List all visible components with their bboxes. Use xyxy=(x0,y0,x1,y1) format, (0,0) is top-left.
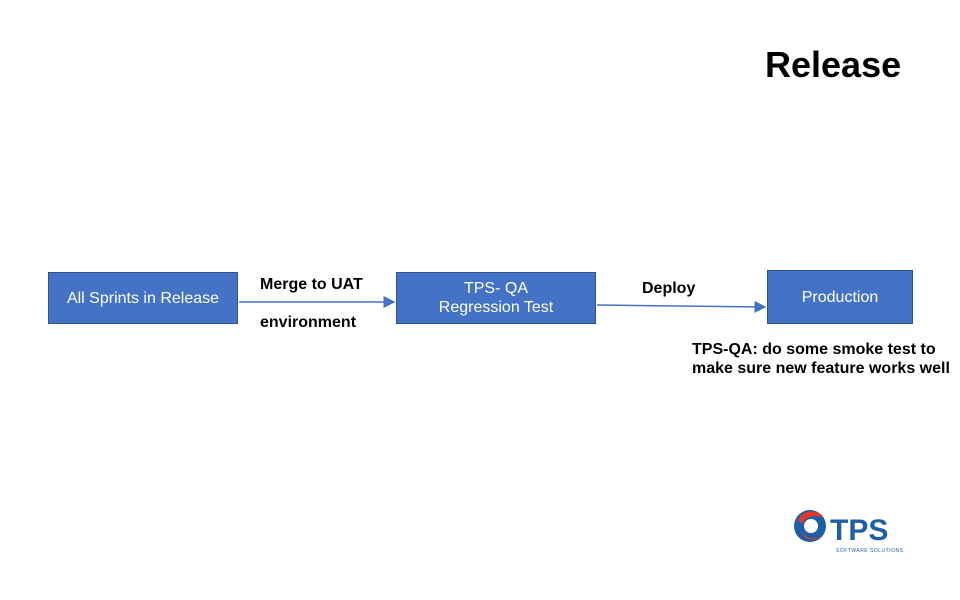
node-qa-regression: TPS- QA Regression Test xyxy=(396,272,596,324)
smoke-test-note: TPS-QA: do some smoke test to make sure … xyxy=(692,340,950,378)
node-all-sprints: All Sprints in Release xyxy=(48,272,238,324)
tps-logo-wordmark: TPS xyxy=(830,514,888,547)
node-production-label: Production xyxy=(801,288,879,306)
edge-label-deploy: Deploy xyxy=(642,280,696,297)
edge-label-merge-line1: Merge to UAT xyxy=(260,276,363,293)
edge-label-merge-line2: environment xyxy=(260,314,357,331)
note-line2: make sure new feature works well xyxy=(692,360,950,377)
note-line1: TPS-QA: do some smoke test to xyxy=(692,341,936,358)
arrow-deploy xyxy=(596,300,767,313)
tps-logo: TPS SOFTWARE SOLUTIONS xyxy=(794,510,904,554)
node-qa-label-line2: Regression Test xyxy=(438,299,554,316)
node-qa-label-line1: TPS- QA xyxy=(463,280,528,297)
tps-logo-emblem xyxy=(794,510,826,542)
page-title: Release xyxy=(765,44,902,85)
tps-logo-tagline: SOFTWARE SOLUTIONS xyxy=(836,548,904,554)
node-production: Production xyxy=(767,270,913,324)
node-all-sprints-label: All Sprints in Release xyxy=(66,289,220,307)
